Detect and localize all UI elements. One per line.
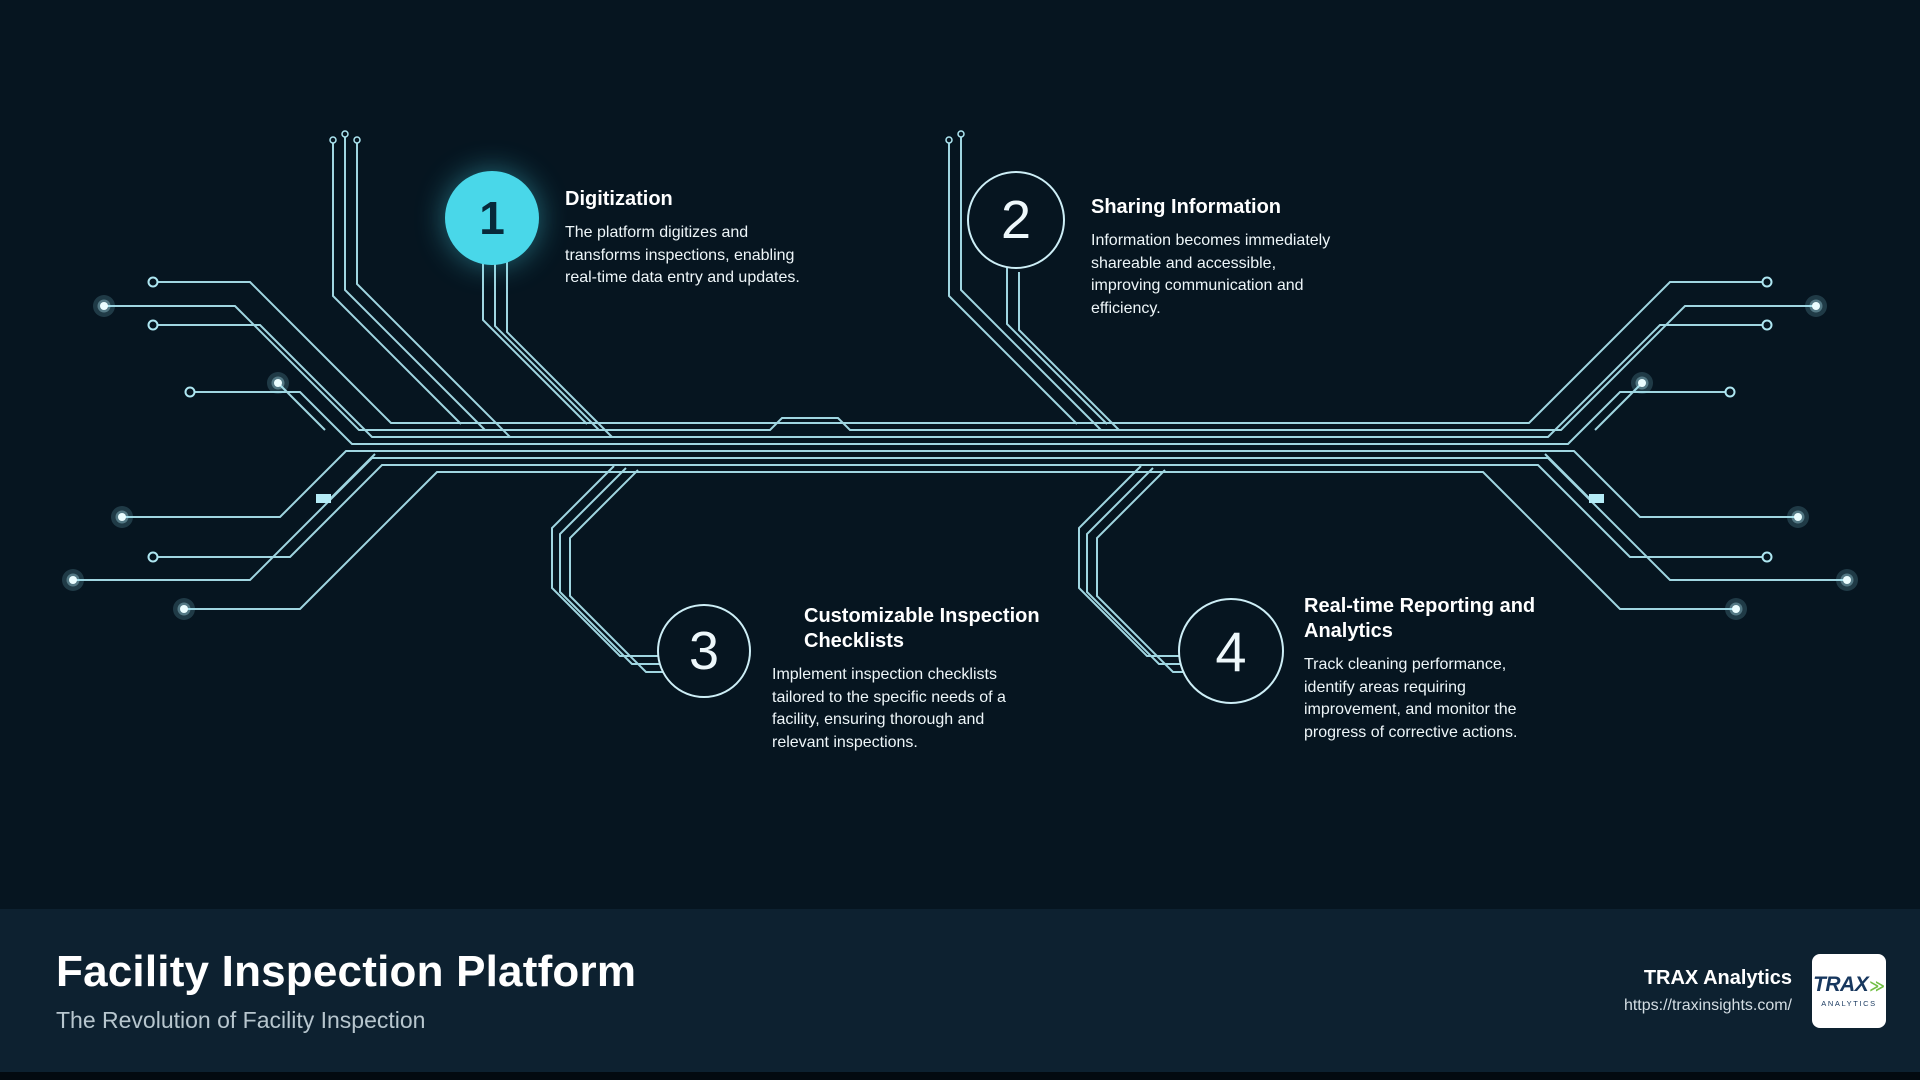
bottom-strip (0, 1072, 1920, 1080)
step-3: 3 Customizable Inspection Checklists Imp… (657, 604, 1042, 755)
brand-name: TRAX Analytics (1643, 966, 1792, 989)
step-3-description: Implement inspection checklists tailored… (772, 666, 1006, 752)
step-4-description: Track cleaning performance, identify are… (1304, 656, 1518, 742)
trax-logo-chevron-icon: ≫ (1869, 978, 1885, 995)
step-2-description: Information becomes immediately shareabl… (1091, 232, 1331, 318)
step-1: 1 Digitization The platform digitizes an… (445, 171, 810, 290)
page-title: Facility Inspection Platform (56, 947, 637, 996)
step-2: 2 Sharing Information Information become… (967, 171, 1343, 321)
trax-logo: TRAX ≫ ANALYTICS (1812, 953, 1886, 1028)
trax-logo-subtext: ANALYTICS (1821, 999, 1877, 1008)
step-4: 4 Real-time Reporting and Analytics Trac… (1178, 595, 1559, 745)
step-3-badge: 3 (657, 604, 751, 698)
step-4-title: Real-time Reporting and Analytics (1304, 595, 1536, 642)
trax-logo-text: TRAX (1813, 973, 1869, 996)
step-2-title: Sharing Information (1091, 196, 1281, 218)
step-1-title: Digitization (565, 188, 673, 210)
step-1-description: The platform digitizes and transforms in… (565, 224, 800, 287)
footer: Facility Inspection Platform The Revolut… (0, 909, 1920, 1072)
brand-url: https://traxinsights.com/ (1623, 996, 1792, 1014)
step-2-badge: 2 (967, 171, 1065, 269)
step-4-badge: 4 (1178, 598, 1284, 704)
step-3-title: Customizable Inspection Checklists (804, 605, 1040, 652)
page-subtitle: The Revolution of Facility Inspection (56, 1007, 426, 1033)
step-1-badge: 1 (445, 171, 539, 265)
